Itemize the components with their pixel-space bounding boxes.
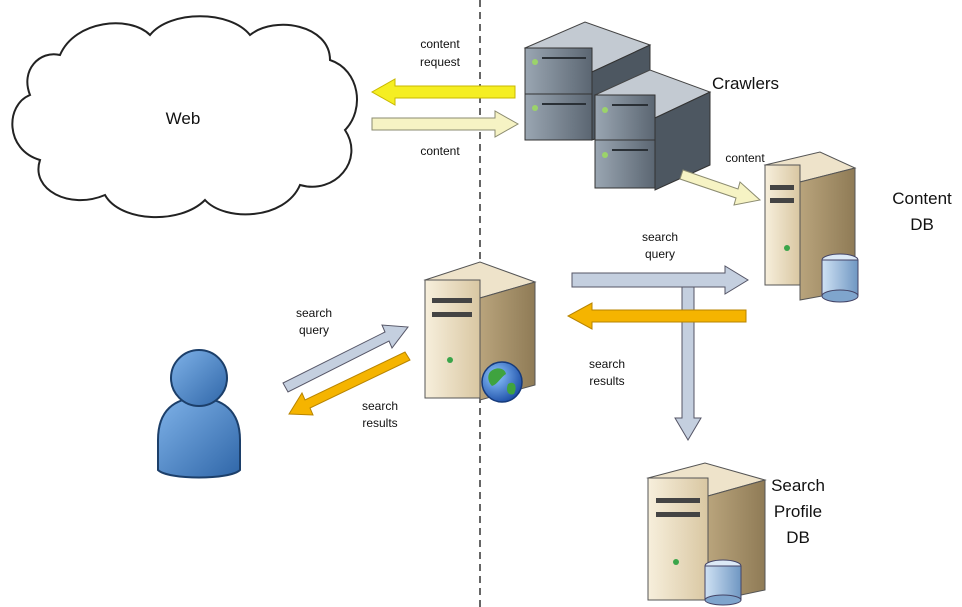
content-db-label-line2: DB [910, 215, 934, 234]
user-search-results-label-line2: results [362, 416, 397, 430]
search-profile-db-label-line3: DB [786, 528, 810, 547]
crawlers-label: Crawlers [712, 74, 779, 93]
db-search-results-arrow [566, 302, 747, 330]
user-search-query-label-line2: query [299, 323, 329, 337]
content-to-db-label: content [725, 151, 765, 165]
content-request-label-line2: request [420, 55, 461, 69]
content-in-arrow [371, 110, 520, 138]
content-request-arrow [370, 78, 516, 106]
user-search-query-label-line1: search [296, 306, 332, 320]
content-to-db-arrow [679, 169, 762, 206]
search-profile-db-label-line2: Profile [774, 502, 822, 521]
search-profile-db-server-icon [646, 462, 767, 606]
content-in-label: content [420, 144, 460, 158]
user-search-results-arrow [288, 351, 411, 416]
db-search-results-label-line1: search [589, 357, 625, 371]
web-cloud: Web [11, 15, 358, 218]
user-search-query-arrow [282, 324, 409, 393]
user-icon [157, 349, 241, 479]
content-request-label-line1: content [420, 37, 460, 51]
web-search-query-label-line2: query [645, 247, 675, 261]
web-label: Web [166, 109, 201, 128]
content-db-label-line1: Content [892, 189, 952, 208]
web-search-query-label-line1: search [642, 230, 678, 244]
search-profile-db-label-line1: Search [771, 476, 825, 495]
profile-db-query-arrow [674, 286, 702, 441]
web-search-query-arrow [571, 265, 749, 295]
content-db-server-icon [763, 151, 859, 303]
user-search-results-label-line1: search [362, 399, 398, 413]
db-search-results-label-line2: results [589, 374, 624, 388]
crawlers-rack-icon [523, 21, 712, 191]
globe-icon [481, 361, 523, 403]
